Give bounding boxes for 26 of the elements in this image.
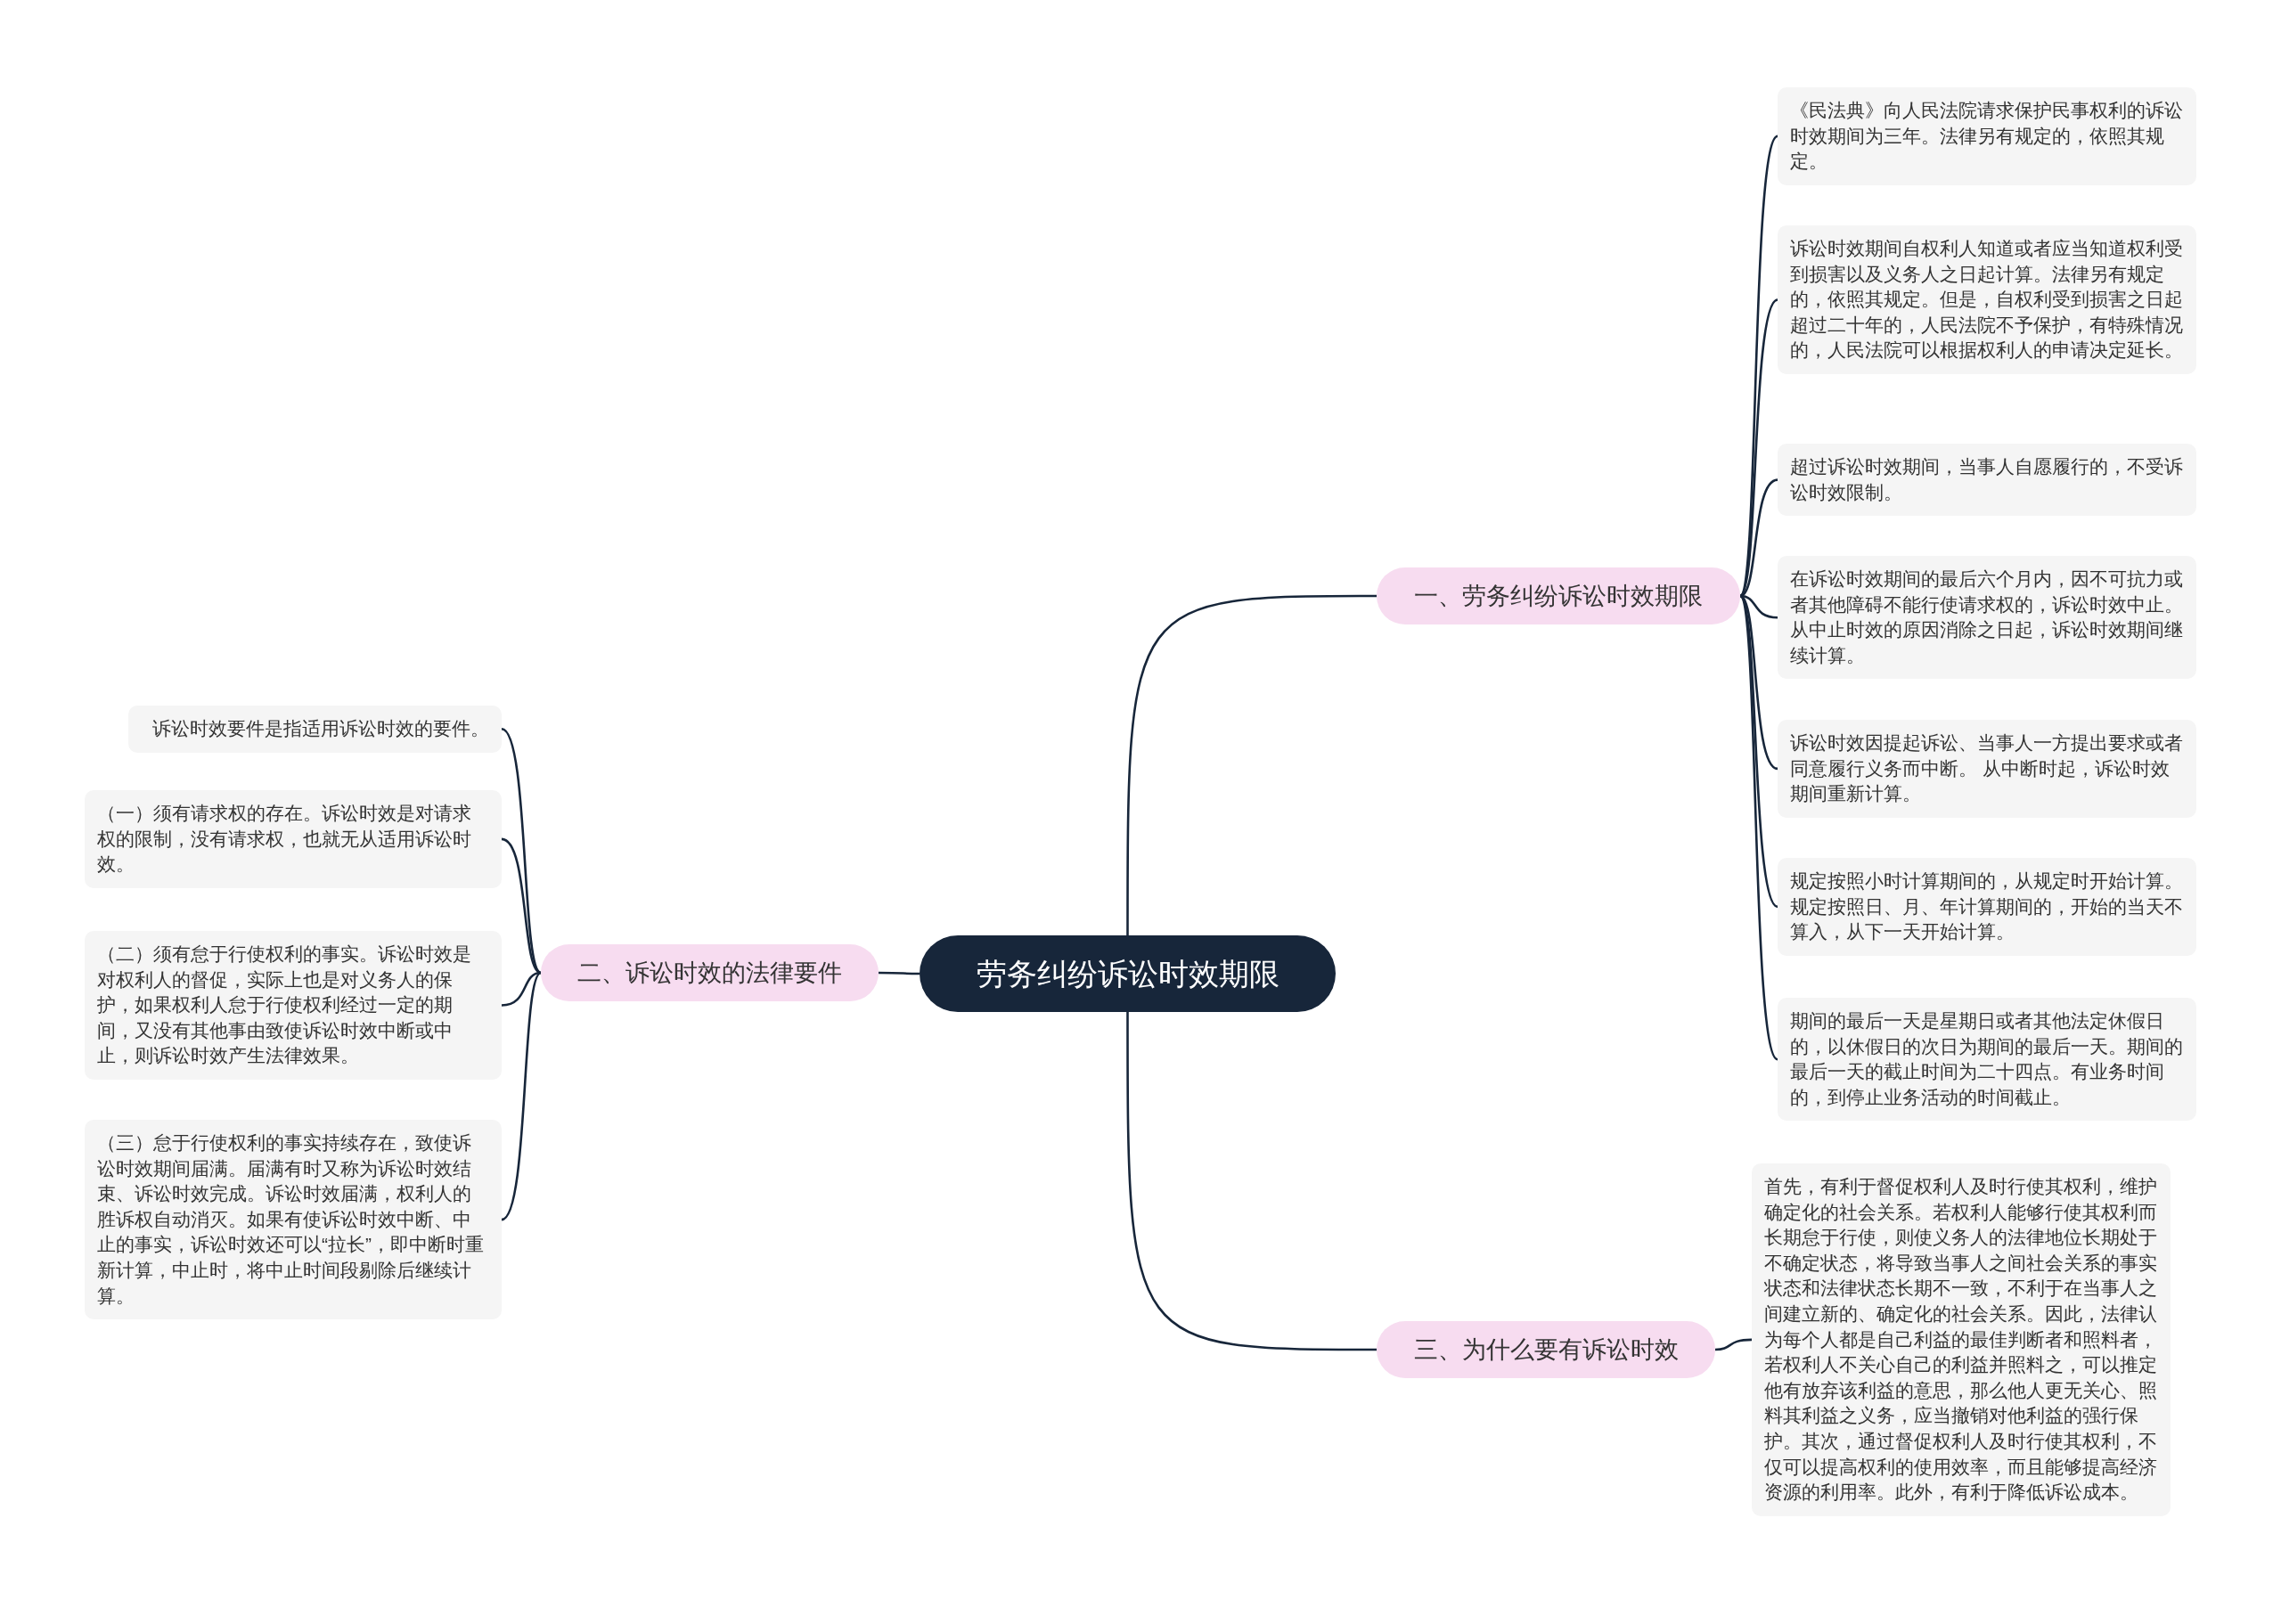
note-card: （一）须有请求权的存在。诉讼时效是对请求权的限制，没有请求权，也就无从适用诉讼时效。 <box>85 790 502 888</box>
note-card: 《民法典》向人民法院请求保护民事权利的诉讼时效期间为三年。法律另有规定的，依照其规定。 <box>1778 87 2196 185</box>
note-card: 期间的最后一天是星期日或者其他法定休假日的，以休假日的次日为期间的最后一天。期间的最后一天的截止时间为二十四点。有业务时间的，到停止业务活动的时间截止。 <box>1778 998 2196 1122</box>
connector-line <box>1126 1012 1377 1351</box>
connector-line <box>501 972 542 1221</box>
connector-line <box>501 728 542 974</box>
connector-line <box>501 971 542 1007</box>
connector-line <box>1714 1338 1753 1351</box>
note-card: 规定按照小时计算期间的，从规定时开始计算。规定按照日、月、年计算期间的，开始的当天不算入，从下一天开始计算。 <box>1778 858 2196 956</box>
note-card: （三）怠于行使权利的事实持续存在，致使诉讼时效期间届满。届满有时又称为诉讼时效结束、诉讼时效完成。诉讼时效届满，权利人的胜诉权自动消灭。如果有使诉讼时效中断、中止的事实，诉讼时效还可以“拉长”，即中断时重新计算，中止时，将中止时间段剔除后继续计算。 <box>85 1120 502 1320</box>
note-card: 超过诉讼时效期间，当事人自愿履行的，不受诉讼时效限制。 <box>1778 444 2196 517</box>
note-card: 诉讼时效要件是指适用诉讼时效的要件。 <box>128 706 502 753</box>
connector-line <box>1738 298 1778 597</box>
branch-topic: 一、劳务纠纷诉讼时效期限 <box>1377 567 1740 624</box>
branch-topic: 二、诉讼时效的法律要件 <box>541 944 879 1001</box>
connector-line <box>879 971 920 975</box>
connector-line <box>1738 595 1779 1060</box>
note-card: 在诉讼时效期间的最后六个月内，因不可抗力或者其他障碍不能行使请求权的，诉讼时效中止。从中止时效的原因消除之日起，诉讼时效期间继续计算。 <box>1778 556 2196 680</box>
note-card: 诉讼时效期间自权利人知道或者应当知道权利受到损害以及义务人之日起计算。法律另有规定的，依照其规定。但是，自权利受到损害之日起超过二十年的，人民法院不予保护，有特殊情况的，人民法院可以根据权利人的申请决定延长。 <box>1778 225 2196 374</box>
connector-line <box>1126 594 1377 935</box>
note-card: （二）须有怠于行使权利的事实。诉讼时效是对权利人的督促，实际上也是对义务人的保护，如果权利人怠于行使权利经过一定的期间，又没有其他事由致使诉讼时效中断或中止，则诉讼时效产生法律效果。 <box>85 931 502 1080</box>
note-card: 首先，有利于督促权利人及时行使其权利，维护确定化的社会关系。若权利人能够行使其权利而长期怠于行使，则使义务人的法律地位长期处于不确定状态，将导致当事人之间社会关系的事实状态和法律状态长期不一致，不利于在当事人之间建立新的、确定化的社会关系。因此，法律认为每个人都是自己利益的最佳判断者和照料者，若权利人不关心自己的利益并照料之，可以推定他有放弃该利益的意思，那么他人更无关心、照料其利益之义务，应当撤销对他利益的强行保护。其次，通过督促权利人及时行使其权利，不仅可以提高权利的使用效率，而且能够提高经济资源的利用率。此外，有利于降低诉讼成本。 <box>1752 1163 2171 1516</box>
central-topic: 劳务纠纷诉讼时效期限 <box>920 935 1336 1012</box>
connector-line <box>1738 135 1779 597</box>
branch-topic: 三、为什么要有诉讼时效 <box>1377 1321 1715 1378</box>
note-card: 诉讼时效因提起诉讼、当事人一方提出要求或者同意履行义务而中断。 从中断时起，诉讼时效期间重新计算。 <box>1778 720 2196 818</box>
